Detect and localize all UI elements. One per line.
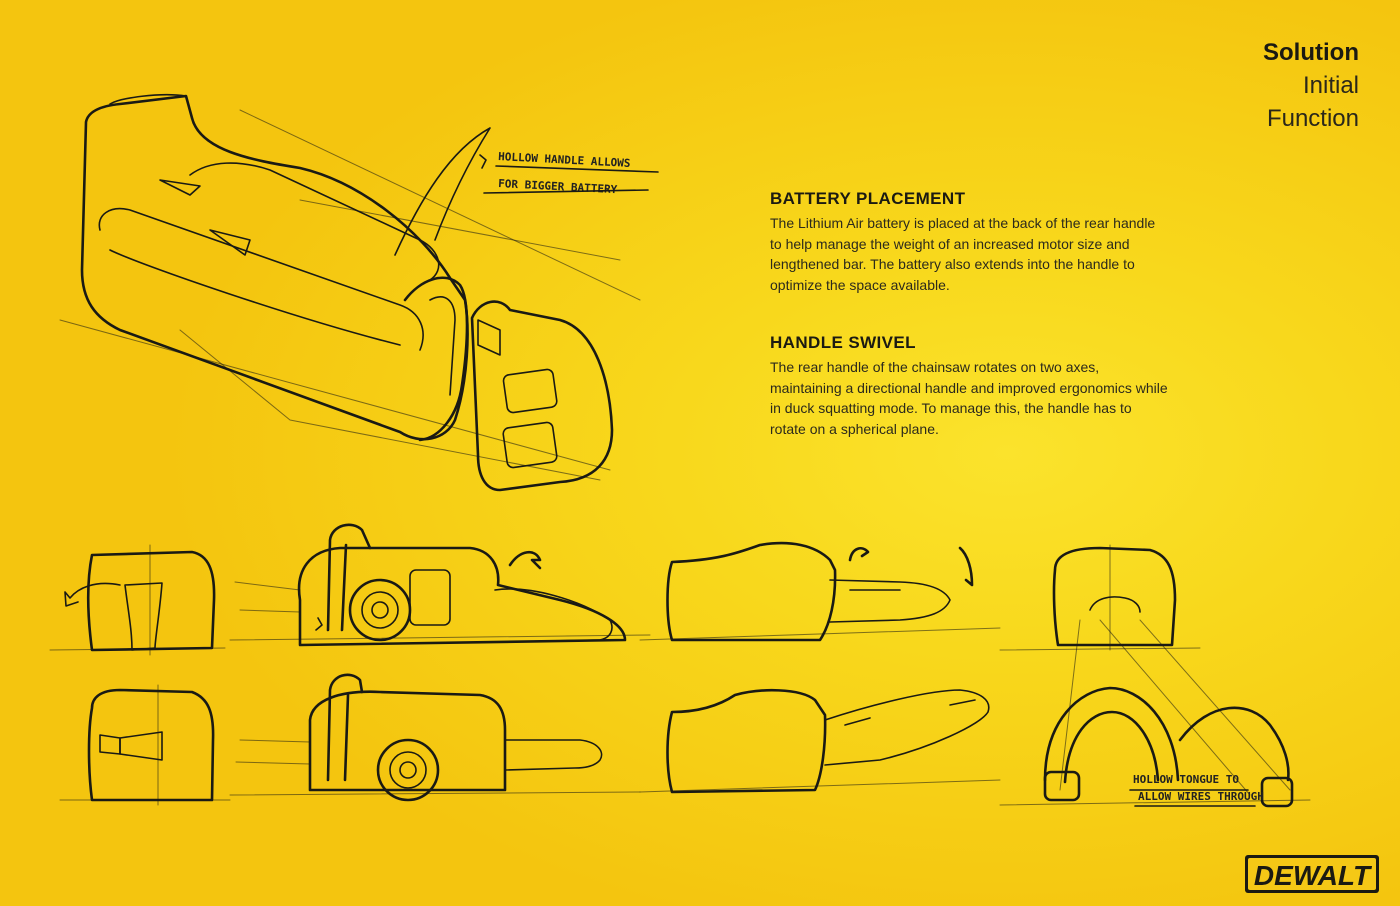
tongue-note-line2: ALLOW WIRES THROUGH [1138,790,1264,803]
hollow-handle-annotation: HOLLOW HANDLE ALLOWS FOR BIGGER BATTERY [483,150,659,196]
handle-swivel-heading: HANDLE SWIVEL [770,333,916,352]
rear-view-swivel-sketch-2 [999,619,1311,808]
nav-item-initial[interactable]: Initial [1302,72,1359,99]
battery-placement-heading: BATTERY PLACEMENT [770,189,966,208]
top-view-sketch-1 [639,541,1001,642]
side-view-sketch-2 [229,673,641,802]
main-handle-sketch [59,93,641,492]
battery-placement-section: BATTERY PLACEMENT The Lithium Air batter… [770,189,1170,295]
logo-wordmark: DEWALT [1254,860,1373,891]
handle-swivel-section: HANDLE SWIVEL The rear handle of the cha… [770,333,1170,439]
nav-item-solution[interactable]: Solution [1263,39,1359,66]
side-view-sketch-1 [229,523,651,647]
top-view-sketch-2 [639,688,1001,794]
rear-view-swivel-sketch-1 [999,544,1201,651]
handle-swivel-body: The rear handle of the chainsaw rotates … [770,359,1168,437]
rear-view-sketch-1 [49,544,226,656]
dewalt-logo: DEWALT [1244,854,1380,894]
section-nav: Solution Initial Function [1263,36,1359,135]
tongue-note-line1: HOLLOW TONGUE TO [1133,773,1239,786]
nav-item-function[interactable]: Function [1266,105,1359,132]
rear-view-sketch-2 [59,684,231,806]
hollow-tongue-annotation: HOLLOW TONGUE TO ALLOW WIRES THROUGH [1129,773,1264,807]
hollow-handle-note-line2: FOR BIGGER BATTERY [498,177,618,196]
battery-placement-body: The Lithium Air battery is placed at the… [770,215,1156,293]
